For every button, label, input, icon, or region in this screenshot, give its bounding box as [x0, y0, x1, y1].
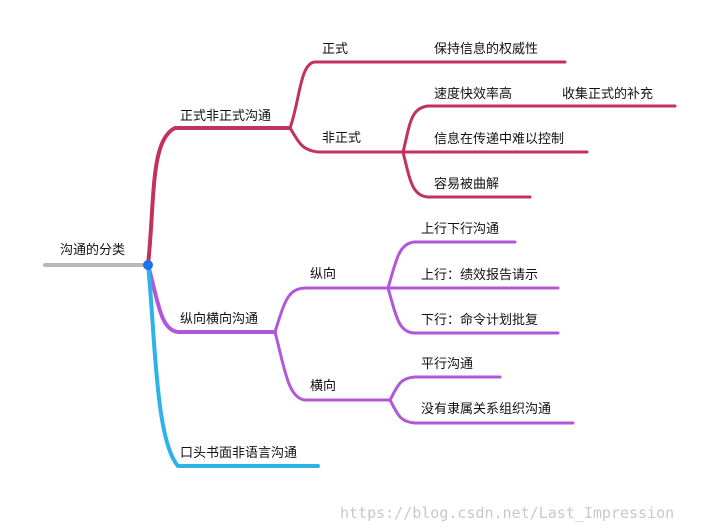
- feizhengshi-item-3-connector: [401, 150, 532, 199]
- hengxiang-label: 横向: [310, 378, 336, 394]
- feizhengshi-label: 非正式: [322, 131, 361, 146]
- zongxiang-connector: [273, 286, 390, 334]
- hengxiang-item-2: 没有隶属关系组织沟通: [421, 402, 551, 417]
- zhengshi-connector: [288, 60, 427, 130]
- formal-branch-connector: [146, 126, 292, 267]
- oral-branch-connector: [146, 263, 320, 468]
- zongxiang-item-3: 下行：命令计划批复: [421, 312, 538, 328]
- feizhengshi-item-2: 信息在传递中难以控制: [434, 131, 564, 147]
- feizhengshi-item-3: 容易被曲解: [434, 176, 499, 192]
- formal-branch-label: 正式非正式沟通: [180, 109, 271, 124]
- zongxiang-item-1: 上行下行沟通: [421, 222, 499, 237]
- hengxiang-item-1-connector: [388, 375, 502, 402]
- oral-branch-label: 口头书面非语言沟通: [180, 446, 297, 461]
- hengxiang-connector: [273, 330, 392, 402]
- root-node-dot: [143, 260, 153, 270]
- vertical-branch: [146, 240, 575, 425]
- vertical-branch-label: 纵向横向沟通: [180, 311, 258, 327]
- hengxiang-item-2-connector: [388, 398, 575, 425]
- watermark-text: https://blog.csdn.net/Last_Impression: [340, 504, 674, 522]
- zhengshi-label: 正式: [322, 42, 348, 57]
- feizhengshi-connector: [288, 126, 405, 154]
- zongxiang-item-1-connector: [386, 240, 517, 290]
- root-label: 沟通的分类: [60, 242, 125, 258]
- formal-branch: [146, 60, 677, 267]
- feizhengshi-item-1-connector: [401, 104, 557, 154]
- zongxiang-item-2: 上行：绩效报告请示: [421, 268, 538, 283]
- feizhengshi-subnote: 收集正式的补充: [562, 86, 653, 102]
- hengxiang-item-1: 平行沟通: [421, 357, 473, 372]
- zongxiang-item-3-connector: [386, 286, 560, 335]
- zongxiang-label: 纵向: [310, 266, 336, 282]
- vertical-branch-connector: [146, 263, 277, 334]
- feizhengshi-item-1: 速度快效率高: [434, 86, 512, 102]
- zhengshi-item-1: 保持信息的权威性: [434, 41, 538, 57]
